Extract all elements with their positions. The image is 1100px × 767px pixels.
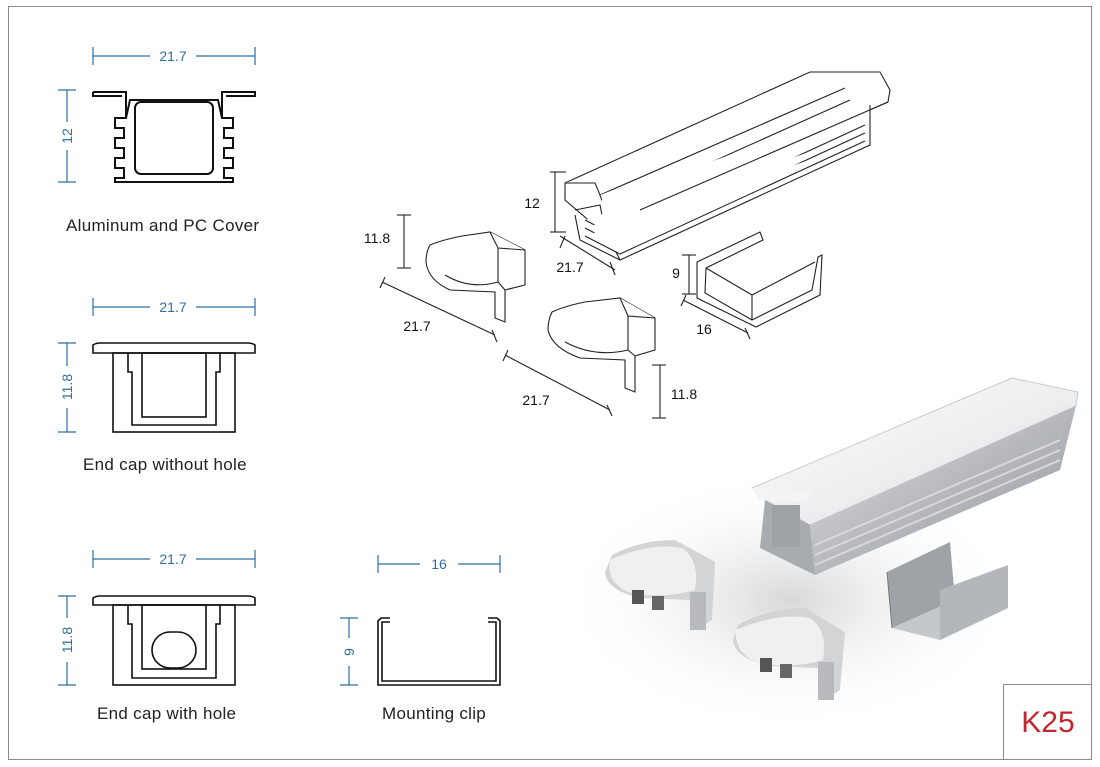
cap-no-hole-width-label: 21.7 bbox=[159, 299, 186, 315]
profile-caption: Aluminum and PC Cover bbox=[66, 216, 260, 235]
cap-hole-outline bbox=[92, 595, 256, 686]
drawing-frame bbox=[8, 6, 1092, 760]
profile-height-dim bbox=[58, 89, 76, 183]
profile-section: 21.7 12 bbox=[58, 47, 256, 183]
cap-no-hole-height-dim bbox=[58, 342, 76, 433]
render-cap-1 bbox=[605, 540, 715, 630]
cap-hole-width-label: 21.7 bbox=[159, 551, 186, 567]
cap-hole-width-dim bbox=[92, 550, 256, 568]
profile-outline bbox=[92, 91, 256, 183]
exploded-cap-1 bbox=[425, 231, 526, 323]
render-profile bbox=[751, 377, 1079, 575]
exploded-cap2-width: 21.7 bbox=[522, 392, 549, 408]
exploded-clip bbox=[696, 231, 823, 328]
render-clip bbox=[886, 542, 1008, 640]
exploded-profile-width: 21.7 bbox=[556, 259, 583, 275]
clip-section: 16 9 bbox=[340, 555, 501, 686]
cap-no-hole-outline bbox=[92, 342, 256, 433]
cap-hole-height-label: 11.8 bbox=[59, 627, 75, 653]
exploded-profile bbox=[564, 71, 891, 261]
profile-width-label: 21.7 bbox=[159, 48, 186, 64]
clip-width-label: 16 bbox=[431, 556, 447, 572]
exploded-cap2-height: 11.8 bbox=[671, 386, 697, 402]
model-code: K25 bbox=[1003, 684, 1092, 760]
exploded-cap1-width: 21.7 bbox=[403, 318, 430, 334]
cap-no-hole-caption: End cap without hole bbox=[83, 455, 247, 474]
render-cap-2 bbox=[733, 608, 845, 700]
profile-width-dim bbox=[92, 47, 256, 65]
cap-hole-caption: End cap with hole bbox=[97, 704, 237, 723]
profile-height-label: 12 bbox=[59, 128, 75, 144]
cap-hole-section: 21.7 11.8 bbox=[58, 550, 256, 686]
product-render bbox=[560, 377, 1079, 730]
clip-width-dim bbox=[377, 555, 501, 573]
cap-no-hole-width-dim bbox=[92, 298, 256, 316]
exploded-profile-height: 12 bbox=[524, 195, 540, 211]
exploded-clip-width: 16 bbox=[696, 321, 712, 337]
clip-outline bbox=[377, 617, 501, 686]
cap-no-hole-section: 21.7 11.8 bbox=[58, 298, 256, 433]
exploded-line-drawing bbox=[425, 71, 891, 393]
cap-hole-height-dim bbox=[58, 595, 76, 686]
exploded-cap1-height: 11.8 bbox=[364, 230, 390, 246]
exploded-dims bbox=[379, 171, 751, 419]
exploded-clip-height: 9 bbox=[672, 265, 680, 281]
exploded-cap-2 bbox=[547, 297, 656, 393]
cap-no-hole-height-label: 11.8 bbox=[59, 374, 75, 400]
clip-height-label: 9 bbox=[341, 648, 357, 656]
clip-caption: Mounting clip bbox=[382, 704, 487, 723]
clip-height-dim bbox=[340, 617, 358, 686]
